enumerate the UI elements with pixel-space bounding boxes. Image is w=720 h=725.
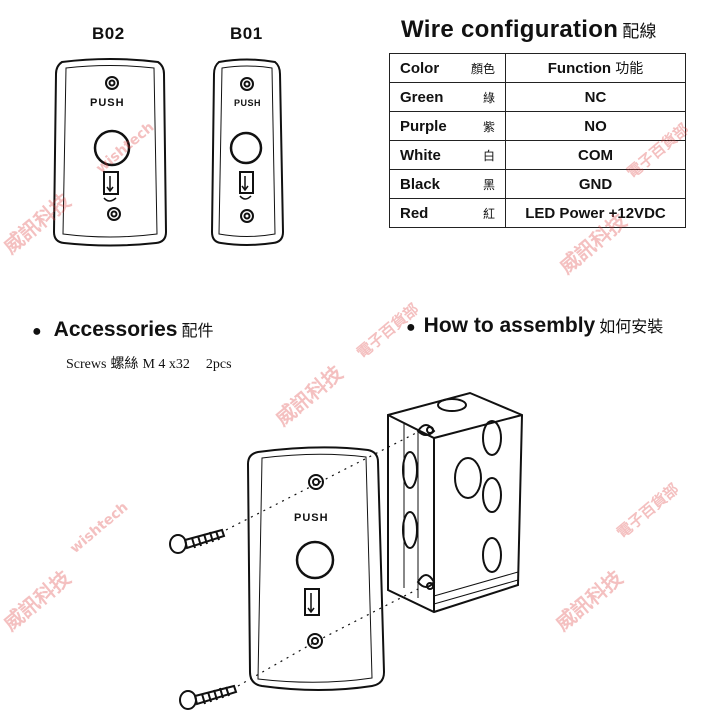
screw-top-drawing: [169, 528, 226, 554]
row-function: NC: [505, 82, 686, 112]
junction-box-drawing: [387, 391, 524, 614]
bullet-icon: ●: [32, 323, 42, 340]
b01-push-text: PUSH: [234, 98, 262, 108]
b02-push-text: PUSH: [90, 97, 125, 109]
plate-label-b01: B01: [230, 24, 263, 43]
row-function: GND: [505, 169, 686, 199]
plate-label-b02: B02: [92, 24, 125, 43]
b02-plate-drawing: [52, 58, 168, 247]
wire-config-title-cjk: 配線: [622, 22, 657, 41]
assembly-push-text: PUSH: [294, 512, 329, 524]
alignment-dotted-lines: [225, 431, 421, 687]
row-function: LED Power +12VDC: [505, 198, 686, 228]
screw-bottom-drawing: [179, 684, 238, 710]
b01-plate-drawing: [210, 58, 285, 246]
assembly-plate-drawing: [246, 446, 386, 691]
header-function: Function 功能: [505, 53, 686, 83]
bullet-icon: ●: [406, 319, 416, 336]
wire-config-title-en: Wire configuration: [401, 16, 619, 43]
